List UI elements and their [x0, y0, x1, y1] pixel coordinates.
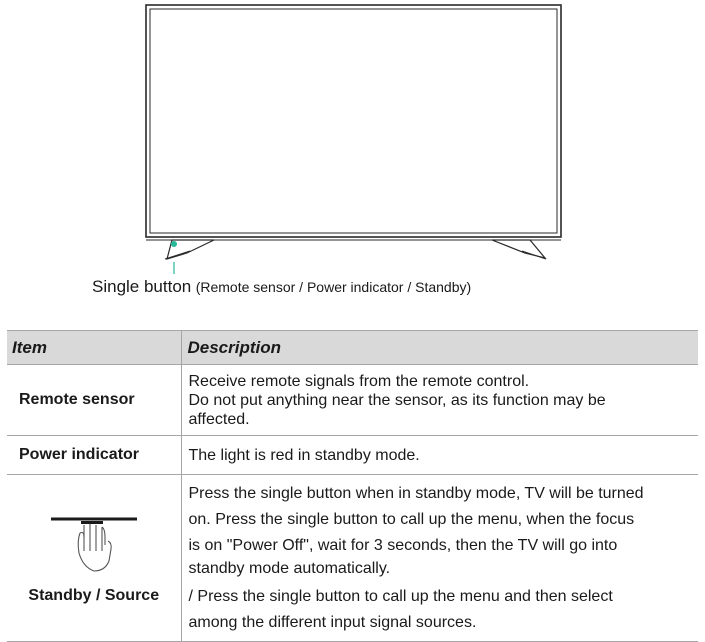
caption-sub: (Remote sensor / Power indicator / Stand… [195, 279, 472, 295]
hand-pressing-button-icon [50, 517, 137, 572]
table-header-row: Item Description [7, 330, 698, 365]
item-cell: Remote sensor [7, 364, 181, 436]
caption-main: Single button [92, 277, 192, 296]
description-cell: The light is red in standby mode. [180, 435, 698, 475]
description-line: affected. [188, 410, 250, 428]
description-cell: Receive remote signals from the remote c… [180, 364, 698, 436]
description-cell: Press the single button when in standby … [180, 474, 698, 642]
item-cell: Power indicator [7, 435, 181, 475]
table-row: Remote sensor Receive remote signals fro… [7, 364, 698, 436]
description-line: Press the single button when in standby … [188, 484, 644, 502]
button-function-table: Item Description Remote sensor Receive r… [7, 330, 698, 642]
description-line: Receive remote signals from the remote c… [188, 372, 530, 390]
description-line: / Press the single button to call up the… [188, 587, 613, 605]
description-line: among the different input signal sources… [188, 613, 477, 631]
header-item: Item [7, 330, 181, 365]
description-line: Do not put anything near the sensor, as … [188, 391, 606, 409]
description-line: The light is red in standby mode. [188, 446, 420, 464]
description-line: standby mode automatically. [188, 559, 391, 577]
table-row: Power indicator The light is red in stan… [7, 435, 698, 475]
tv-outline-icon [145, 4, 562, 274]
description-line: is on "Power Off", wait for 3 seconds, t… [188, 536, 618, 554]
tv-figure: Single button (Remote sensor / Power ind… [0, 0, 705, 300]
item-cell: Standby / Source [7, 474, 181, 642]
sensor-dot-icon [171, 241, 177, 247]
description-line: on. Press the single button to call up t… [188, 510, 635, 528]
table-row: Standby / Source Press the single button… [7, 474, 698, 642]
right-stand-icon [491, 239, 547, 260]
left-stand-icon [164, 239, 215, 260]
header-description: Description [180, 330, 698, 365]
item-label: Standby / Source [28, 587, 160, 604]
figure-caption: Single button (Remote sensor / Power ind… [92, 277, 471, 297]
